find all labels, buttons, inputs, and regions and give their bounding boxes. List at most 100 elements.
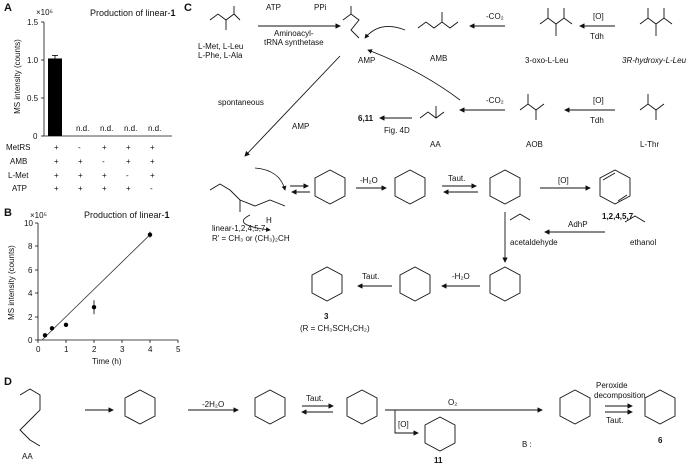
matrix-cell: + — [150, 157, 155, 166]
nd-label-2: n.d. — [76, 124, 90, 133]
d-label-ox: [O] — [398, 420, 409, 429]
d-label-peroxide-2: decomposition — [594, 391, 646, 400]
fit-line — [41, 234, 151, 341]
label-3r-hydroxy-leu: 3R-hydroxy-L-Leu — [622, 56, 687, 65]
d-label-taut-2: Taut. — [606, 416, 624, 425]
panel-d-branch-arrow — [394, 410, 419, 436]
matrix-cell: + — [150, 143, 155, 152]
label-taut-1: Taut. — [448, 174, 466, 183]
panel-d-arrows — [85, 403, 633, 415]
panel-b-xtick-3: 3 — [120, 345, 125, 354]
row-label-amb: AMB — [10, 157, 28, 166]
label-amp-1: AMP — [358, 56, 376, 65]
panel-a-tick-2: 1.0 — [27, 56, 39, 65]
panel-c-curly-arrows — [243, 26, 461, 232]
matrix-cell: + — [78, 157, 83, 166]
matrix-cell: + — [78, 171, 83, 180]
label-product-3: 3 — [324, 312, 329, 321]
nd-label-5: n.d. — [148, 124, 162, 133]
label-amp-2: AMP — [292, 122, 310, 131]
label-water-2: -H₂O — [452, 272, 470, 281]
label-atp: ATP — [266, 3, 281, 12]
matrix-cell: + — [102, 143, 107, 152]
matrix-cell: + — [102, 184, 107, 193]
panel-b-xtick-4: 4 — [148, 345, 153, 354]
data-point-4 — [91, 305, 97, 310]
label-thr: L-Thr — [640, 140, 660, 149]
label-enzyme-line2: tRNA synthetase — [264, 38, 324, 47]
label-aa: AA — [430, 140, 441, 149]
matrix-cell: - — [102, 157, 105, 166]
panel-a-axes — [41, 21, 172, 137]
nd-label-3: n.d. — [100, 124, 114, 133]
nd-label-4: n.d. — [124, 124, 138, 133]
label-ppi: PPi — [314, 3, 327, 12]
data-point-1 — [42, 333, 48, 338]
panel-a-y-exponent: ×10⁶ — [36, 8, 53, 17]
d-label-water: -2H₂O — [202, 400, 225, 409]
d-label-aa: AA — [22, 452, 33, 461]
label-6-11: 6,11 — [358, 114, 374, 123]
panel-b-ytick-5: 10 — [24, 219, 33, 228]
matrix-cell: - — [126, 171, 129, 180]
panel-c-arrows — [244, 23, 615, 289]
row-label-atp: ATP — [12, 184, 27, 193]
label-amino-acids-2: L-Phe, L-Ala — [198, 51, 243, 60]
d-label-taut-1: Taut. — [306, 394, 324, 403]
label-3-oxo-leu: 3-oxo-L-Leu — [525, 56, 569, 65]
panel-label-a: A — [4, 2, 12, 14]
panel-b-axes — [35, 222, 179, 343]
label-product-12457: 1,2,4,5,7 — [602, 212, 634, 221]
label-r-def: (R = CH₃SCH₂CH₂) — [300, 324, 370, 333]
label-water-1: -H₂O — [360, 176, 378, 185]
d-label-o2: O₂ — [448, 398, 458, 407]
label-ox-3: [O] — [558, 176, 569, 185]
label-aob: AOB — [526, 140, 543, 149]
panel-label-b: B — [4, 207, 12, 219]
label-amino-acids-1: L-Met, L-Leu — [198, 42, 244, 51]
panel-a-plot — [48, 55, 62, 137]
panel-b-ytick-0: 0 — [28, 336, 33, 345]
panel-b-title: Production of linear-1 — [84, 210, 170, 220]
panel-a-tick-1: 0.5 — [27, 94, 39, 103]
label-adhp: AdhP — [568, 220, 588, 229]
panel-b-plot — [41, 231, 153, 341]
label-co2-1: -CO₂ — [486, 12, 504, 21]
panel-b-ytick-4: 8 — [28, 242, 33, 251]
d-label-11: 11 — [434, 456, 443, 465]
panel-b-ytick-3: 6 — [28, 266, 33, 275]
label-enzyme-line1: Aminoacyl- — [274, 29, 314, 38]
matrix-cell: + — [102, 171, 107, 180]
panel-b-ytick-1: 2 — [28, 313, 33, 322]
matrix-cell: + — [126, 157, 131, 166]
panel-a-tick-0: 0 — [33, 132, 38, 141]
panel-b-xtick-2: 2 — [92, 345, 97, 354]
matrix-cell: + — [54, 171, 59, 180]
panel-a-title: Production of linear-1 — [90, 8, 176, 18]
panel-b-xtick-1: 1 — [64, 345, 69, 354]
panel-b-ytick-2: 4 — [28, 289, 33, 298]
matrix-cell: + — [126, 143, 131, 152]
panel-a-tick-3: 1.5 — [27, 18, 39, 27]
label-taut-2: Taut. — [362, 272, 380, 281]
data-point-5 — [147, 232, 153, 237]
panel-b-xtick-5: 5 — [176, 345, 181, 354]
data-point-2 — [49, 326, 55, 331]
matrix-cell: + — [54, 157, 59, 166]
label-tdh-1: Tdh — [590, 32, 604, 41]
panel-label-c: C — [184, 2, 192, 14]
label-spontaneous: spontaneous — [218, 98, 264, 107]
label-ox-2: [O] — [593, 96, 604, 105]
matrix-cell: - — [150, 184, 153, 193]
label-ox-1: [O] — [593, 12, 604, 21]
panel-d-structures — [19, 388, 676, 452]
label-ethanol: ethanol — [630, 238, 657, 247]
row-label-lmet: L-Met — [8, 171, 29, 180]
matrix-cell: + — [78, 184, 83, 193]
panel-a-ylabel: MS intensity (counts) — [12, 39, 22, 114]
panel-c-structures — [209, 6, 673, 302]
panel-b-y-exponent: ×10⁵ — [30, 211, 47, 220]
matrix-cell: + — [54, 184, 59, 193]
panel-label-d: D — [4, 376, 12, 388]
